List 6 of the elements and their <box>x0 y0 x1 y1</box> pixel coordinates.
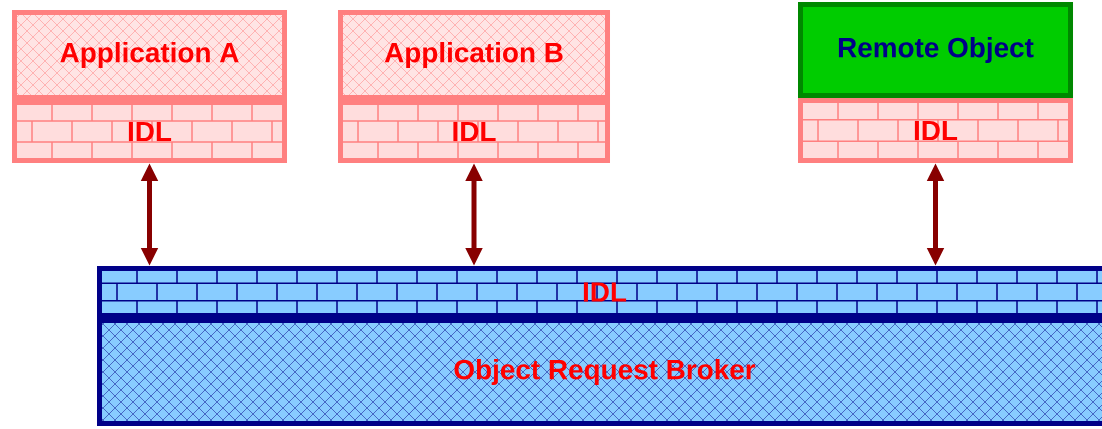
idl-layer: IDL <box>338 100 610 163</box>
remote-object-box: Remote Object <box>798 2 1073 98</box>
application-box: Application B <box>338 10 610 100</box>
idl-layer: IDL <box>798 98 1073 163</box>
idl-layer: IDL <box>12 100 287 163</box>
application-box: Application A <box>12 10 287 100</box>
